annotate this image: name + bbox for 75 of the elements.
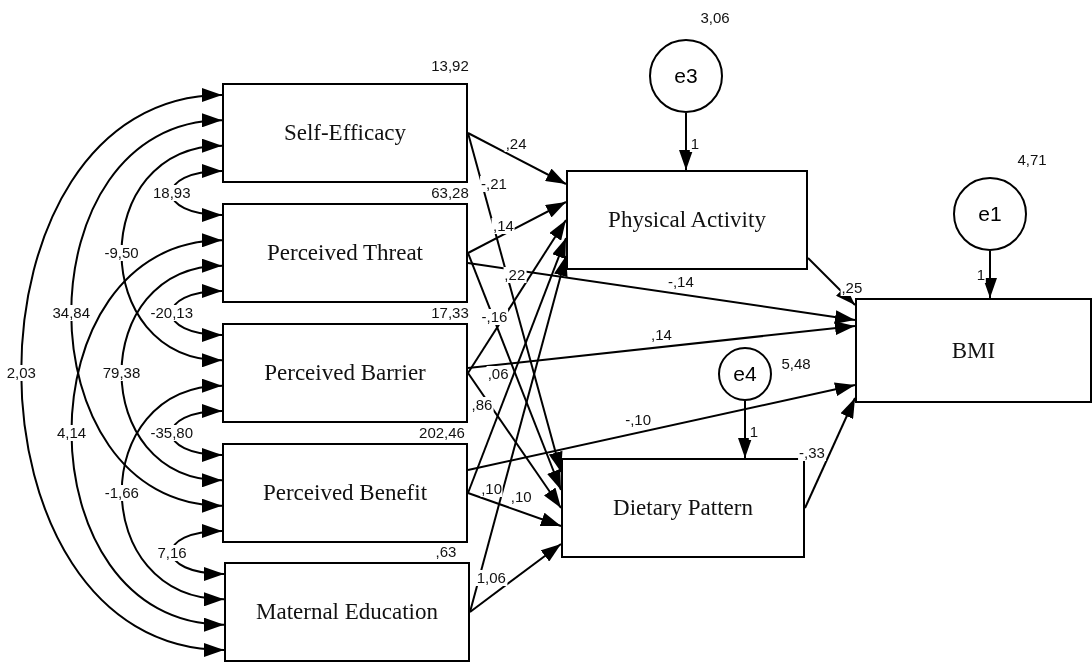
edge-label: ,10 (480, 481, 503, 498)
path-arrow (679, 112, 693, 171)
edge-label: ,10 (509, 489, 533, 506)
variable-label: BMI (951, 337, 996, 364)
variance-label: 63,28 (430, 185, 470, 201)
variable-box (855, 298, 1092, 403)
edge-label: -,14 (666, 274, 695, 291)
covariance-arrow (171, 525, 225, 580)
variance-label: 3,06 (699, 10, 731, 26)
covariance-arrow (120, 381, 225, 604)
edge-label: -,21 (480, 175, 508, 192)
edge-label: -9,50 (103, 245, 140, 261)
covariance-arrow (70, 116, 223, 510)
edge-label: 7,16 (156, 544, 188, 561)
path-arrow (467, 321, 856, 369)
edge-label: 34,84 (51, 305, 91, 321)
error-term-label: e1 (978, 202, 1002, 226)
variable-box (222, 203, 468, 303)
edge-label: ,22 (503, 267, 527, 284)
edge-label: 79,38 (101, 365, 142, 381)
variable-box (566, 170, 808, 270)
edge-label: 1,06 (475, 569, 507, 586)
path-arrow (469, 543, 562, 613)
variable-label: Dietary Pattern (613, 495, 753, 521)
path-arrow (469, 255, 568, 613)
variable-box (561, 458, 805, 558)
path-arrow (467, 382, 856, 471)
edge-label: 4,14 (55, 424, 88, 441)
variable-box (222, 323, 468, 423)
variable-label: Perceived Threat (267, 240, 423, 266)
edge-label: -20,13 (149, 305, 194, 321)
edge-label: -1,66 (103, 484, 140, 501)
covariance-arrow (120, 141, 223, 365)
path-arrow (807, 257, 856, 306)
variable-label: Perceived Benefit (262, 480, 428, 506)
covariance-arrow (70, 236, 225, 629)
error-term-label: e3 (674, 64, 698, 88)
edge-label: ,14 (650, 327, 673, 343)
path-arrow (983, 250, 997, 299)
variable-label: Physical Activity (608, 207, 766, 233)
variable-label: Perceived Barrier (264, 360, 426, 386)
covariance-arrow (20, 91, 225, 654)
path-arrow (467, 372, 562, 509)
path-arrow (467, 262, 856, 324)
path-arrow (467, 492, 562, 527)
variance-label: ,63 (434, 544, 458, 560)
error-term-label: e4 (733, 362, 757, 386)
variance-label: 13,92 (430, 58, 470, 74)
edge-label: 2,03 (5, 364, 37, 381)
variable-box (222, 443, 468, 543)
variance-label: 17,33 (430, 305, 470, 321)
variable-box (222, 83, 468, 183)
variable-label: Self-Efficacy (283, 120, 407, 146)
path-arrow (738, 400, 752, 459)
error-term-circle (718, 347, 772, 401)
variance-label: 202,46 (418, 425, 466, 441)
path-arrow (467, 132, 567, 185)
edge-label: 18,93 (152, 185, 192, 201)
edge-label: -,33 (798, 445, 826, 461)
variance-label: 4,71 (1016, 152, 1048, 168)
variable-label: Maternal Education (256, 599, 438, 625)
path-arrow (467, 201, 567, 254)
path-arrow (804, 397, 856, 509)
edge-label: 1 (748, 424, 760, 441)
edge-label: ,06 (486, 366, 510, 383)
path-arrow (467, 219, 567, 374)
path-arrow (467, 132, 563, 473)
edge-label: ,86 (470, 396, 494, 413)
variance-label: 5,48 (780, 356, 812, 372)
edge-label: ,14 (491, 217, 515, 234)
variable-box (224, 562, 470, 662)
edge-label: -,16 (480, 309, 509, 326)
covariance-arrow (120, 261, 223, 485)
edge-label: -35,80 (149, 425, 194, 441)
edge-label: 1 (689, 136, 701, 153)
